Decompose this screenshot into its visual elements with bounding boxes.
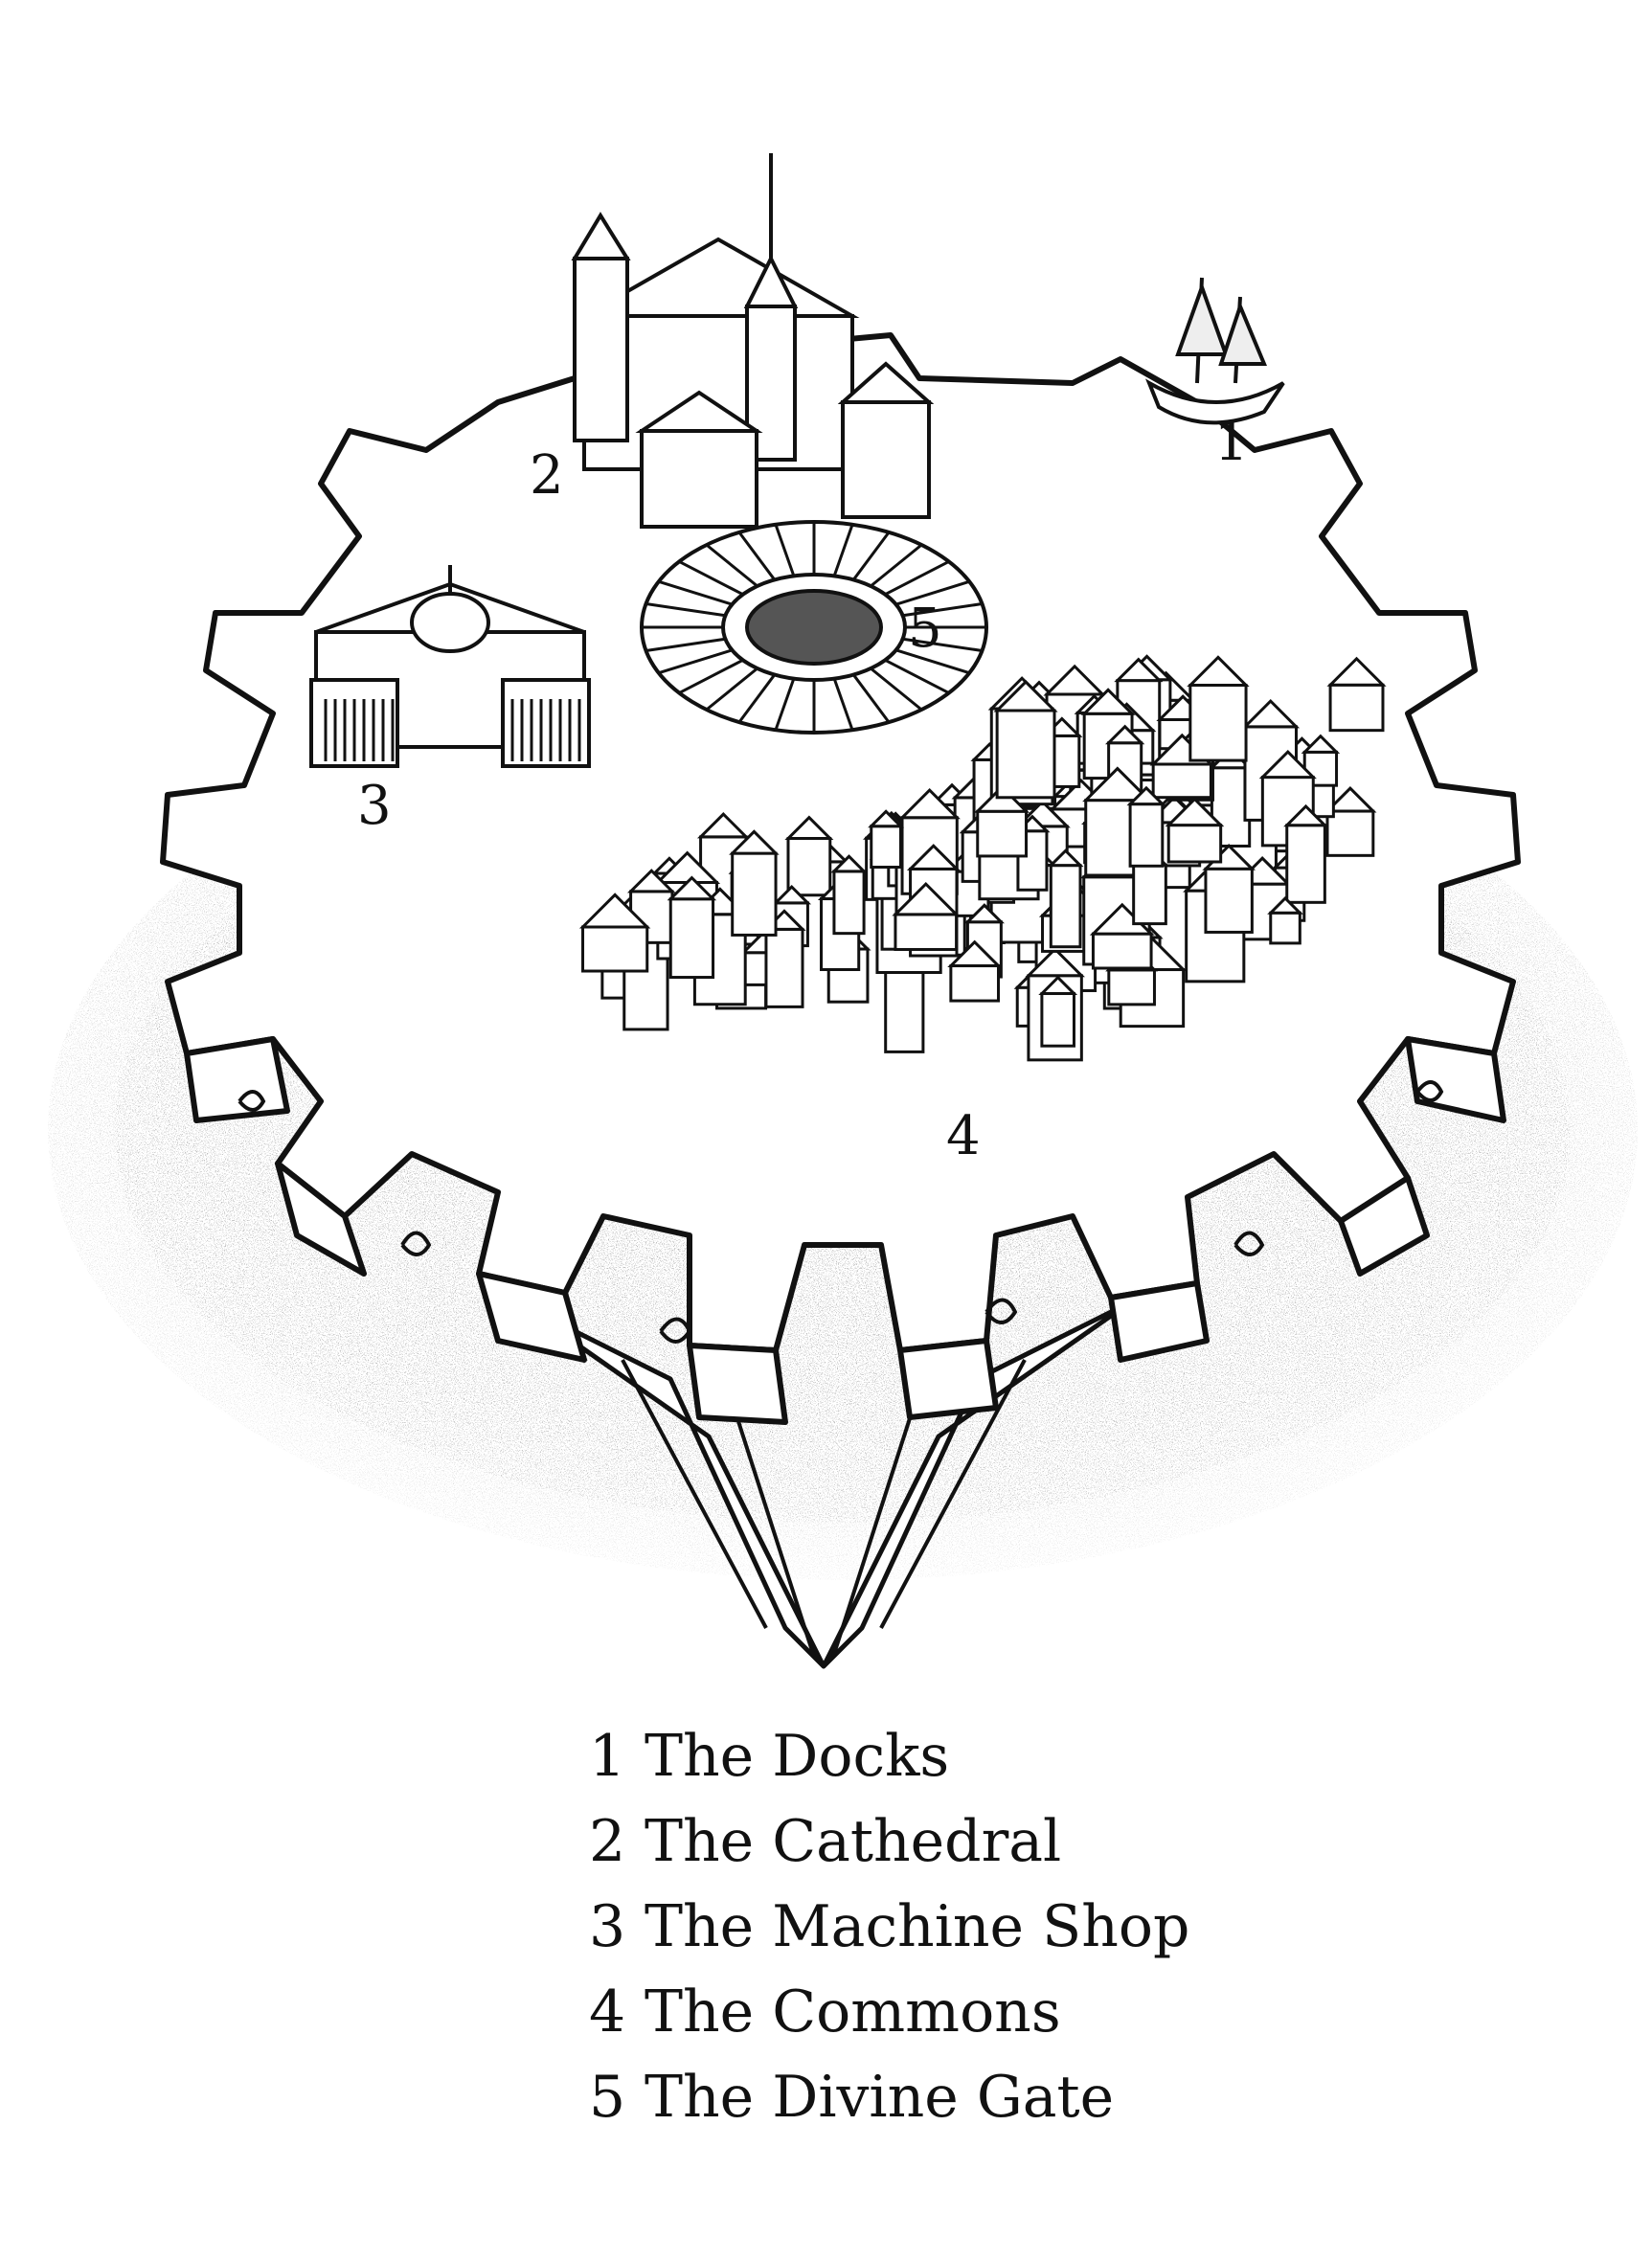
house xyxy=(1283,803,1328,904)
legend-label: The Docks xyxy=(645,1723,950,1790)
house xyxy=(892,881,961,951)
legend-number: 5 xyxy=(589,2064,626,2131)
plaza-spoke xyxy=(870,543,923,588)
gear-island-map: 1 2 3 4 5 xyxy=(48,153,1638,1669)
plaza-spoke xyxy=(884,560,950,597)
district-markers: 1 2 3 4 5 xyxy=(357,411,1249,1167)
plaza-spoke xyxy=(870,667,923,712)
plaza-spoke xyxy=(832,678,854,731)
house xyxy=(1187,655,1250,762)
legend-label: The Machine Shop xyxy=(645,1893,1190,1960)
plaza-spoke xyxy=(774,678,796,731)
house xyxy=(1047,848,1084,949)
marker-3: 3 xyxy=(357,775,392,837)
tooth-runes xyxy=(238,1080,1444,1344)
plaza-spoke xyxy=(774,524,796,577)
plaza-spoke xyxy=(705,667,758,712)
legend-label: The Cathedral xyxy=(645,1808,1062,1875)
divine-gate-plaza xyxy=(640,520,988,735)
commons-houses xyxy=(578,654,1387,1062)
marker-1: 1 xyxy=(1214,411,1249,473)
plaza-spoke xyxy=(895,579,970,606)
marker-5: 5 xyxy=(908,598,942,660)
gear-platform xyxy=(160,332,1521,1425)
house xyxy=(1324,786,1377,857)
house xyxy=(1126,785,1166,868)
machine-shop xyxy=(309,565,591,768)
plaza-spoke xyxy=(902,637,983,652)
plaza-spoke xyxy=(645,602,726,618)
plaza-spoke xyxy=(737,531,776,581)
cathedral xyxy=(571,153,935,529)
plaza-spoke xyxy=(658,648,733,675)
house xyxy=(1038,975,1078,1048)
plaza-spoke xyxy=(678,658,744,694)
legend-number: 2 xyxy=(589,1808,626,1875)
house xyxy=(1165,797,1225,864)
house xyxy=(784,815,834,897)
house xyxy=(1301,734,1341,787)
house xyxy=(729,829,780,937)
plaza-spoke xyxy=(705,543,758,588)
plaza-spoke xyxy=(902,602,983,618)
legend-label: The Commons xyxy=(645,1978,1061,2046)
legend-item-commons: 4 The Commons xyxy=(589,1970,1451,2055)
legend-number: 1 xyxy=(589,1723,626,1790)
plaza-spoke xyxy=(884,658,950,694)
house xyxy=(993,679,1058,800)
plaza-spoke xyxy=(832,524,854,577)
house xyxy=(1267,895,1303,945)
legend-label: The Divine Gate xyxy=(645,2064,1115,2131)
house xyxy=(1089,902,1155,970)
legend-item-docks: 1 The Docks xyxy=(589,1714,1451,1799)
marker-2: 2 xyxy=(530,444,564,507)
house xyxy=(578,893,651,973)
legend-item-divine-gate: 5 The Divine Gate xyxy=(589,2055,1451,2140)
docks-ship xyxy=(1145,277,1285,425)
legend-number: 4 xyxy=(589,1978,626,2046)
house xyxy=(830,854,868,936)
plaza-spoke xyxy=(852,673,891,724)
house xyxy=(947,939,1003,1003)
house xyxy=(974,784,1030,858)
plaza-spoke xyxy=(852,531,891,581)
house xyxy=(1326,656,1387,733)
plaza-spoke xyxy=(658,579,733,606)
house xyxy=(667,875,717,980)
plaza-spoke xyxy=(645,637,726,652)
plaza-spoke xyxy=(895,648,970,675)
marker-4: 4 xyxy=(946,1105,981,1167)
legend-item-machine-shop: 3 The Machine Shop xyxy=(589,1885,1451,1970)
legend-number: 3 xyxy=(589,1893,626,1960)
legend-item-cathedral: 2 The Cathedral xyxy=(589,1799,1451,1885)
plaza-spoke xyxy=(737,673,776,724)
legend: 1 The Docks 2 The Cathedral 3 The Machine S… xyxy=(589,1714,1451,2140)
house xyxy=(868,809,905,870)
plaza-spoke xyxy=(678,560,744,597)
